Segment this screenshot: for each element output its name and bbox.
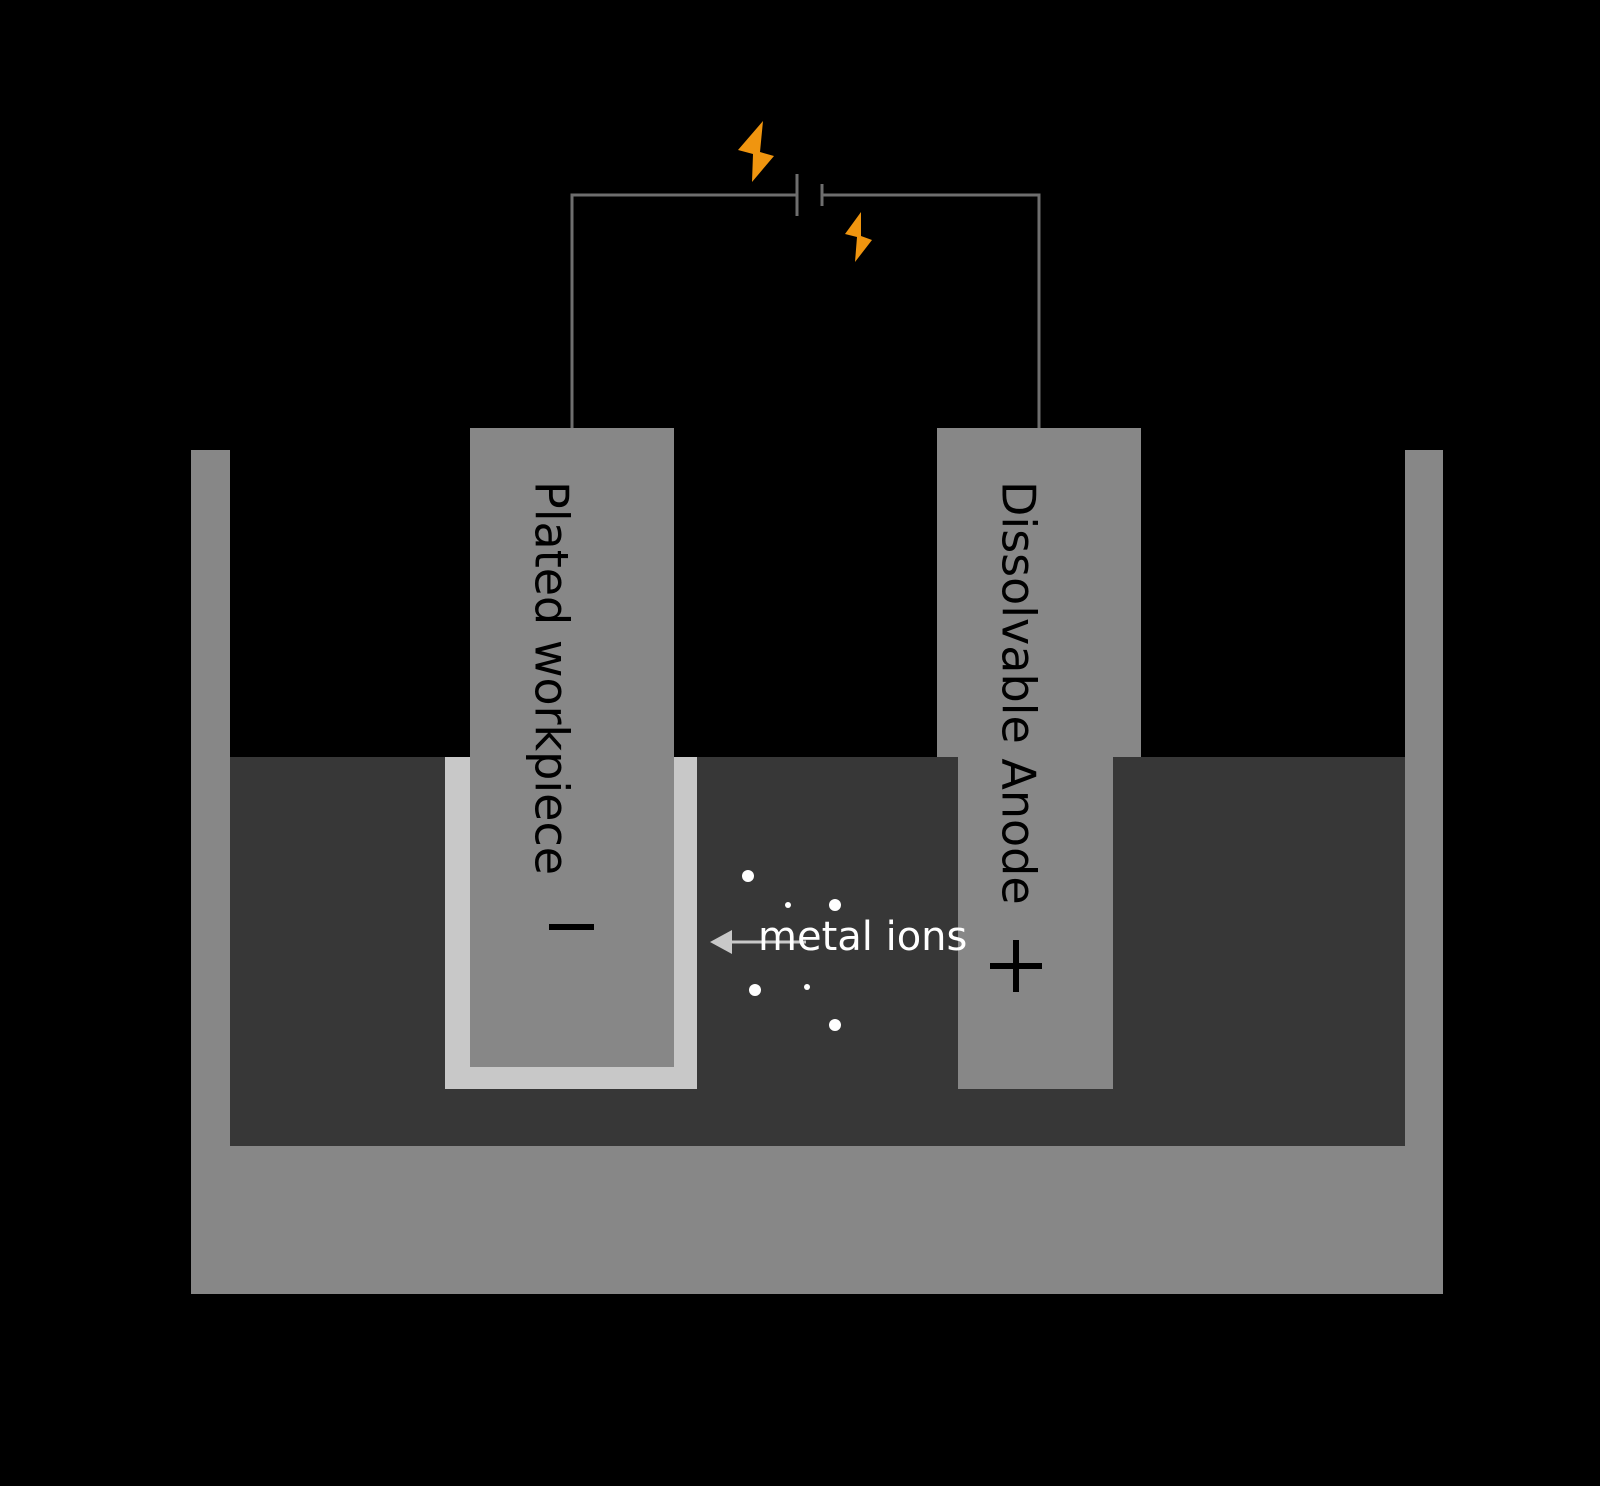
metal-ions-label: metal ions — [758, 914, 967, 960]
cathode-minus-sign — [549, 924, 594, 930]
battery-symbol-icon — [795, 174, 824, 216]
spark-upper — [738, 121, 774, 182]
ion-dot — [804, 984, 810, 990]
cathode-wire — [570, 193, 797, 428]
circuit-wires — [570, 193, 1041, 428]
anode-submerged — [958, 757, 1113, 1089]
arrow-left-icon — [710, 930, 806, 954]
ion-dot — [742, 870, 754, 882]
cathode-electrode — [445, 428, 697, 1089]
spark-lower — [845, 212, 872, 262]
anode-sign-text: + — [0, 0, 1, 1]
anode-plus-sign — [990, 940, 1042, 992]
ion-dot — [749, 984, 761, 996]
tank — [191, 450, 1443, 1294]
ion-dot — [829, 1019, 841, 1031]
ion-dot — [785, 902, 791, 908]
anode-upper — [937, 428, 1141, 757]
anode-wire — [822, 193, 1041, 428]
tank-bottom — [191, 1146, 1443, 1294]
electrolyte — [230, 757, 1405, 1146]
anode-electrode — [937, 428, 1141, 1089]
cathode-sign-text: – — [0, 0, 1, 1]
plated-workpiece — [470, 428, 674, 1067]
ion-dot — [829, 899, 841, 911]
cathode-label: Plated workpiece — [525, 481, 579, 875]
metal-ion-particles — [742, 870, 841, 1031]
anode-label: Dissolvable Anode — [992, 481, 1046, 905]
lightning-bolt-icon — [738, 121, 872, 262]
